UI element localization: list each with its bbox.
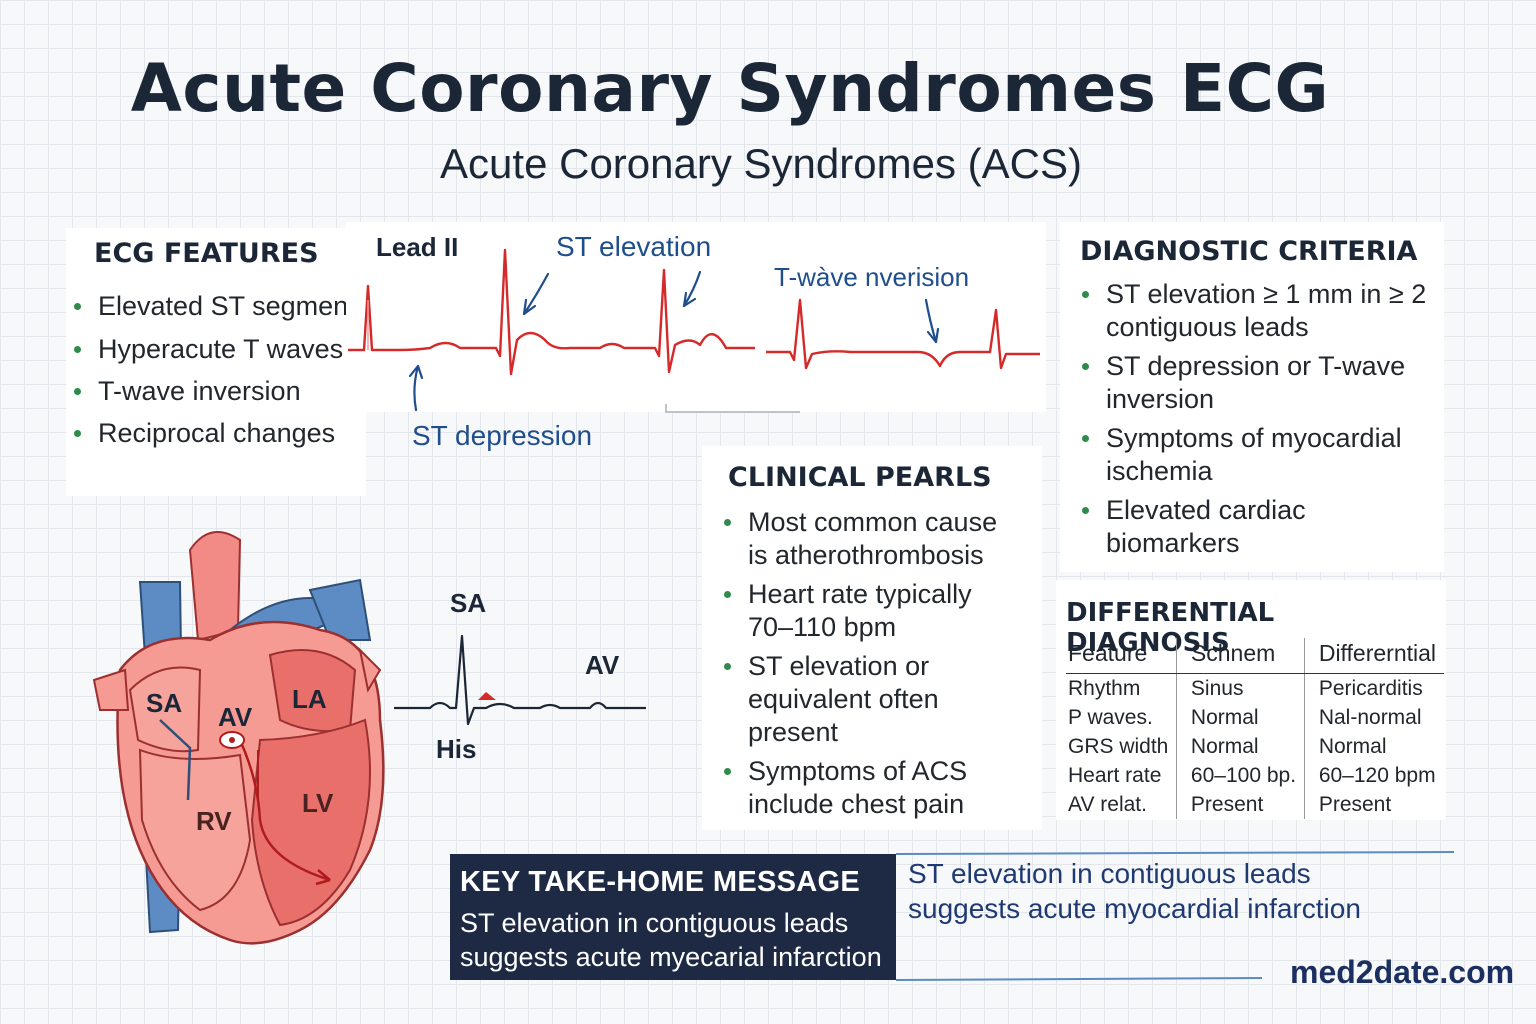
conduction-path: [238, 739, 331, 882]
ecg-lead-ii-waveform: [348, 248, 755, 376]
left-atrium: [268, 649, 357, 733]
strip-label-av: AV: [585, 650, 620, 680]
criteria-item: ST depression or T-wave inversion: [1078, 350, 1444, 416]
st-depression-label: ST depression: [412, 420, 593, 451]
aorta: [188, 531, 242, 642]
ecg-t-inversion-waveform: [766, 298, 1040, 370]
av-delay-marker: [478, 692, 496, 700]
ecg-features-title: ECG FEATURES: [94, 238, 319, 269]
page-title: Acute Coronary Syndromes ECG: [130, 50, 1330, 127]
key-message-text: ST elevation in contiguous leads suggest…: [460, 908, 882, 972]
differential-table: Feature Schnem Differerntial Rhythm Sinu…: [1066, 638, 1444, 819]
ecg-feature-item: Hyperacute T waves: [70, 333, 370, 366]
strip-label-sa: SA: [450, 588, 487, 618]
left-ventricle: [250, 718, 371, 927]
right-ventricle: [138, 748, 252, 912]
brand-watermark: med2date.com: [1290, 954, 1515, 990]
ecg-feature-item: Elevated ST segments: [70, 290, 370, 323]
table-row: AV relat. Present Present: [1066, 790, 1444, 819]
pearl-item: Heart rate typically 70–110 bpm: [720, 578, 1020, 644]
diagnostic-criteria-title: DIAGNOSTIC CRITERIA: [1080, 236, 1418, 267]
table-header: Schnem: [1175, 638, 1305, 674]
table-cell: Sinus: [1175, 673, 1305, 703]
table-cell: P waves.: [1068, 706, 1153, 729]
table-cell: Pericarditis: [1303, 673, 1444, 703]
table-row: P waves. Normal Nal-normal: [1066, 703, 1444, 732]
ecg-feature-item: T-wave inversion: [70, 375, 370, 408]
key-message-title: KEY TAKE-HOME MESSAGE: [460, 866, 860, 898]
strip-label-his: His: [436, 734, 477, 764]
diagnostic-criteria-list: ST elevation ≥ 1 mm in ≥ 2 contiguous le…: [1078, 278, 1444, 560]
table-row: GRS width Normal Normal: [1066, 732, 1444, 761]
criteria-item: ST elevation ≥ 1 mm in ≥ 2 contiguous le…: [1078, 278, 1444, 344]
table-cell: Normal: [1175, 732, 1305, 761]
table-cell: 60–100 bp.: [1175, 761, 1305, 790]
lead-ii-label: Lead II: [376, 232, 459, 262]
pearl-item: ST elevation or equivalent often present: [720, 650, 1020, 749]
t-inversion-arrow: [924, 298, 938, 344]
table-cell: Rhythm: [1068, 677, 1141, 700]
table-cell: Present: [1303, 790, 1444, 819]
st-elevation-label: ST elevation: [556, 231, 712, 262]
table-cell: Nal-normal: [1303, 703, 1444, 732]
table-cell: GRS width: [1068, 735, 1169, 758]
right-atrium: [128, 666, 202, 753]
criteria-item: Symptoms of myocardial ischemia: [1078, 422, 1444, 488]
heart-label-lv: LV: [302, 788, 334, 818]
key-message-side-text: ST elevation in contiguous leads suggest…: [908, 858, 1361, 924]
heart-label-rv: RV: [196, 806, 232, 836]
heart-label-la: LA: [292, 684, 327, 714]
table-cell: AV relat.: [1068, 793, 1147, 816]
table-row: Rhythm Sinus Pericarditis: [1066, 673, 1444, 703]
ecg-feature-item: Reciprocal changes: [70, 417, 370, 450]
clinical-pearls-list: Most common cause is atherothrombosis He…: [720, 506, 1020, 821]
clinical-pearls-panel: CLINICAL PEARLS Most common cause is ath…: [702, 446, 1042, 830]
table-cell: Normal: [1175, 703, 1305, 732]
ecg-features-panel: ECG FEATURES Elevated ST segments Hypera…: [66, 228, 369, 496]
pearl-item: Most common cause is atherothrombosis: [720, 506, 1020, 572]
diagnostic-criteria-panel: DIAGNOSTIC CRITERIA ST elevation ≥ 1 mm …: [1060, 222, 1444, 572]
page-subtitle: Acute Coronary Syndromes (ACS): [440, 140, 1082, 187]
clinical-pearls-title: CLINICAL PEARLS: [728, 462, 992, 493]
table-cell: 60–120 bpm: [1303, 761, 1444, 790]
heart-illustration: [92, 531, 385, 945]
st-depression-arrow: [413, 364, 420, 412]
table-cell: Normal: [1303, 732, 1444, 761]
table-header-row: Feature Schnem Differerntial: [1066, 638, 1444, 674]
st-elevation-arrow-2: [682, 270, 702, 308]
st-elevation-arrow: [522, 272, 550, 316]
ecg-features-list: Elevated ST segments Hyperacute T waves …: [70, 290, 370, 450]
table-row: Heart rate 60–100 bp. 60–120 bpm: [1066, 761, 1444, 790]
table-header: Feature: [1066, 638, 1177, 674]
key-message-box: KEY TAKE-HOME MESSAGE ST elevation in co…: [450, 854, 896, 980]
pearl-item: Symptoms of ACS include chest pain: [720, 755, 1020, 821]
heart-label-sa: SA: [146, 688, 183, 718]
table-header: Differerntial: [1303, 638, 1444, 674]
table-cell: Present: [1175, 790, 1305, 819]
conduction-strip-trace: [394, 634, 646, 726]
heart-label-av: AV: [218, 702, 253, 732]
t-inversion-label: T-wàve nverision: [774, 262, 970, 292]
criteria-item: Elevated cardiac biomarkers: [1078, 494, 1444, 560]
differential-panel: DIFFERENTIAL DIAGNOSIS Feature Schnem Di…: [1056, 580, 1446, 820]
table-cell: Heart rate: [1068, 764, 1162, 787]
